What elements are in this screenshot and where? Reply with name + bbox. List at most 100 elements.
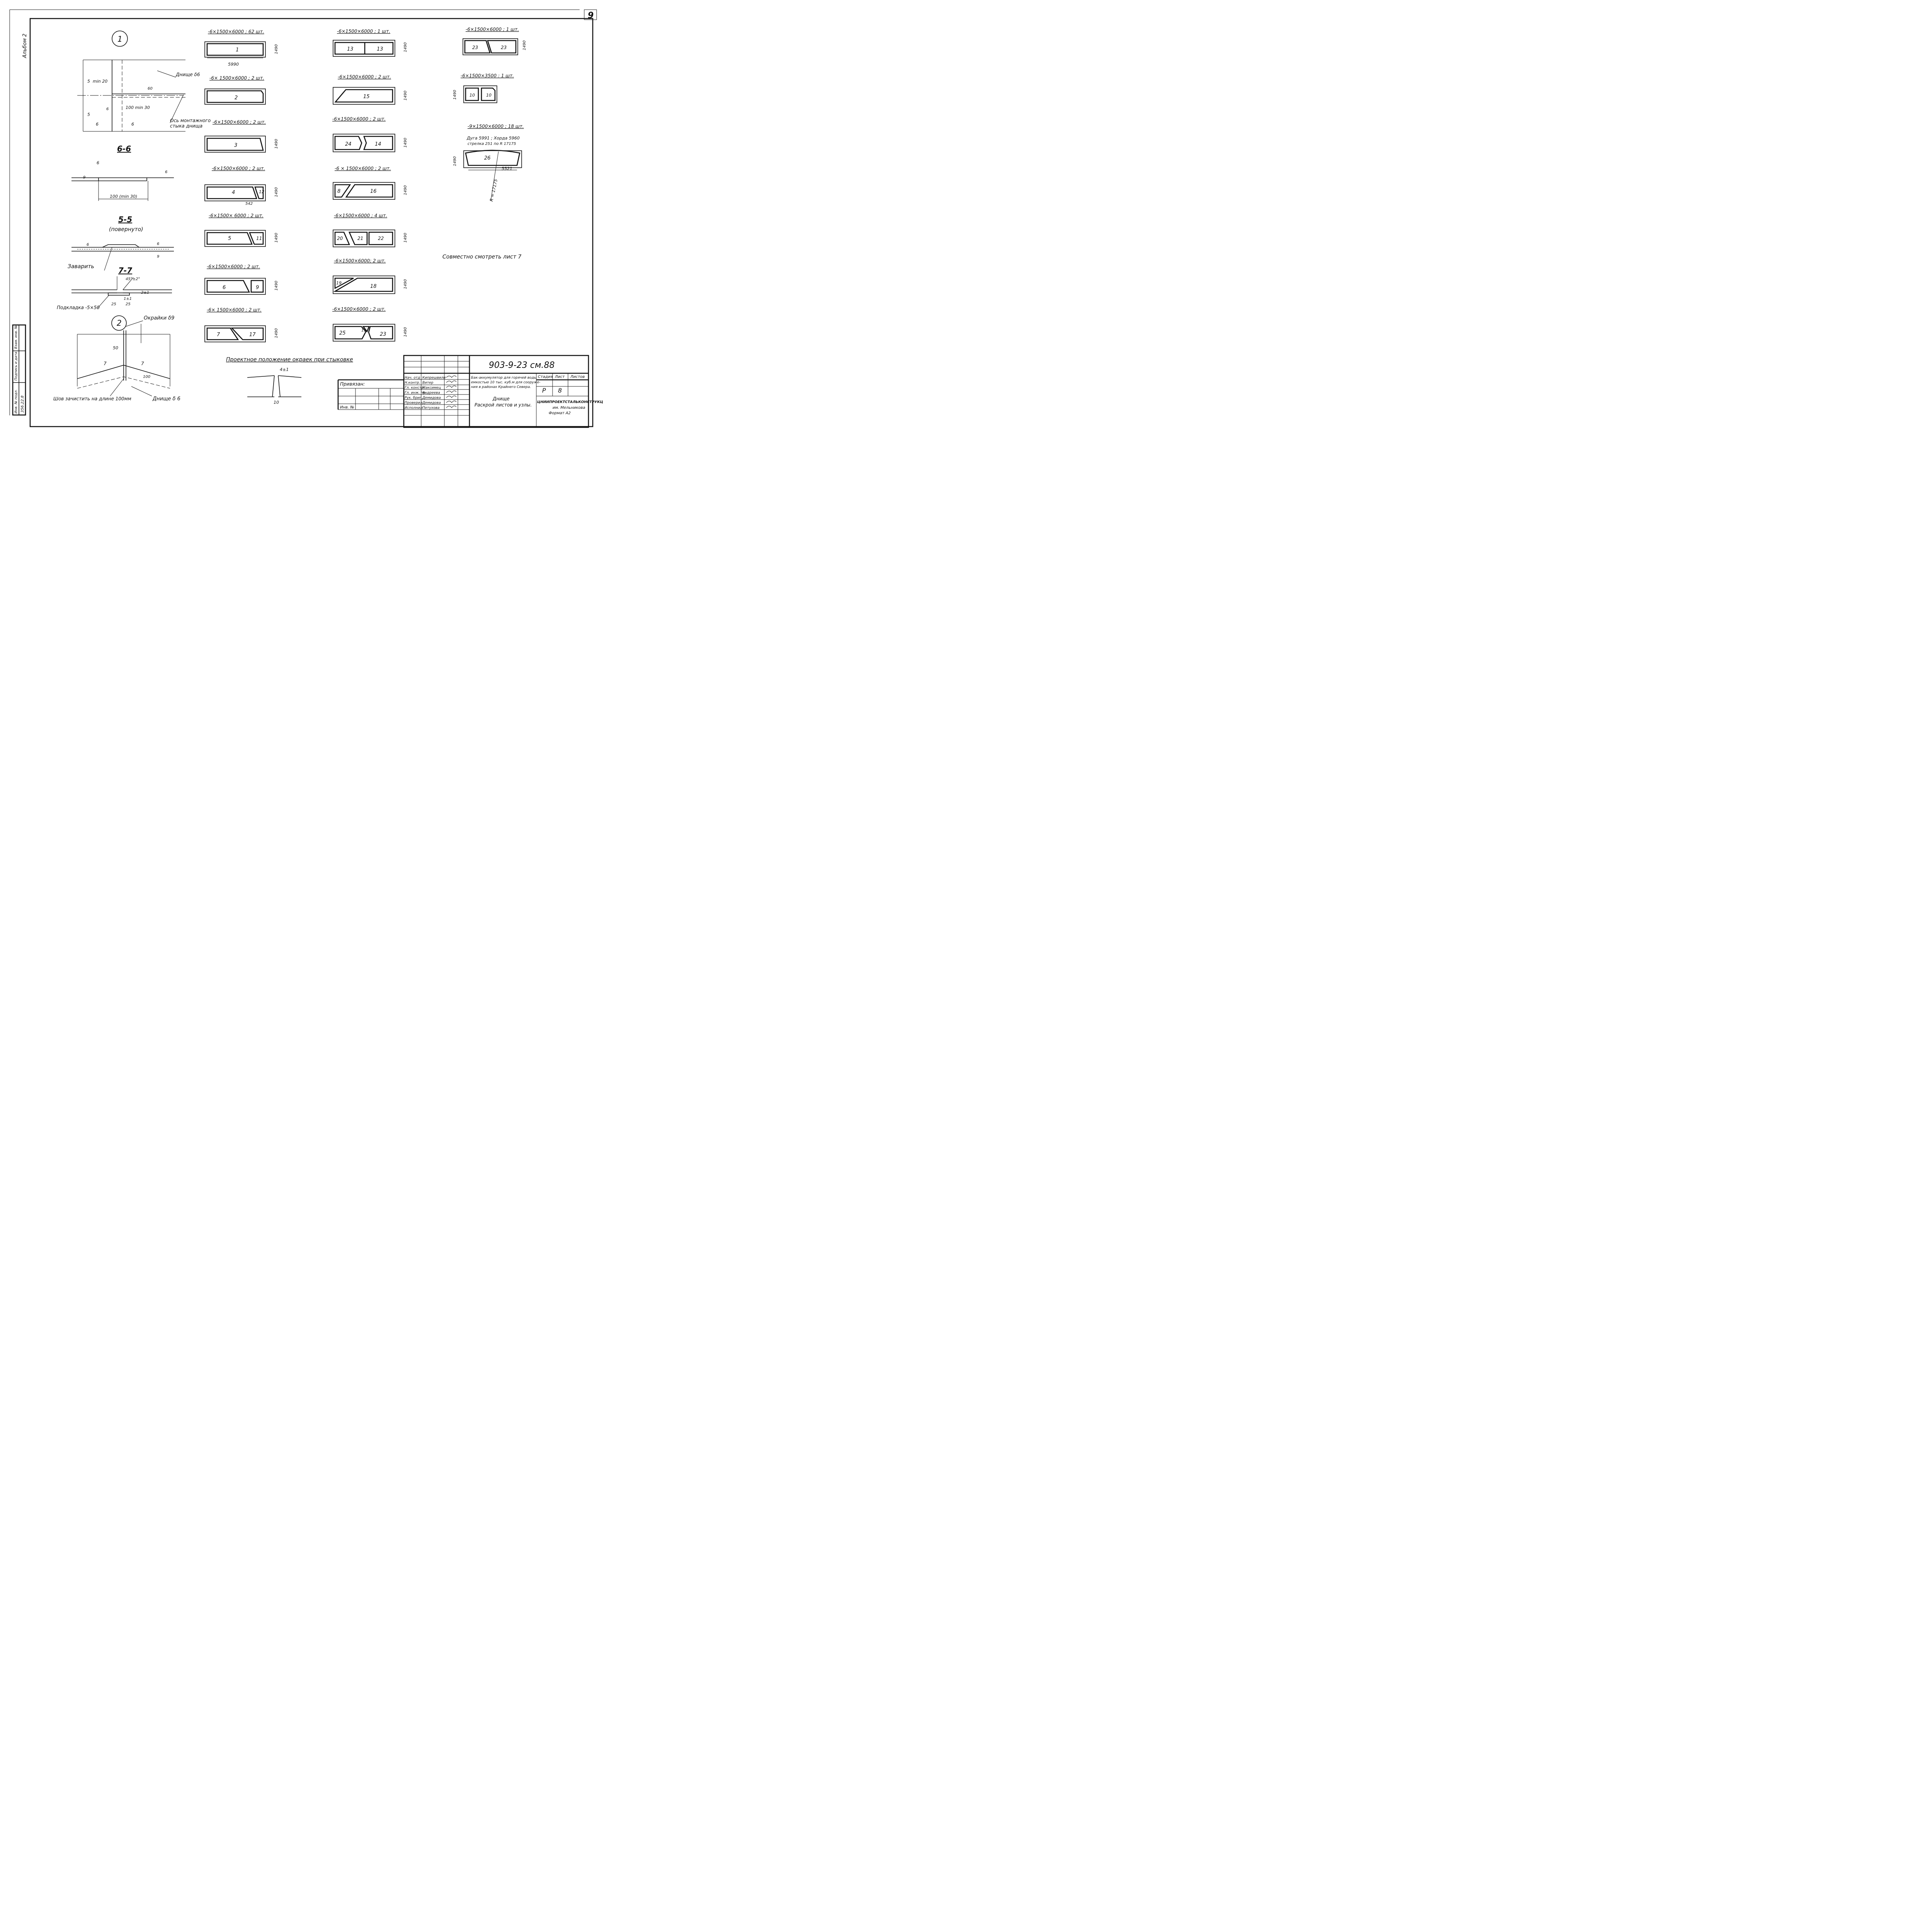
svg-text:100: 100 — [143, 375, 150, 379]
svg-text:1490: 1490 — [453, 90, 457, 100]
see-also-note: Совместно смотреть лист 7 — [442, 254, 521, 260]
node-1-axis-label-2: стыка днища — [170, 123, 202, 129]
svg-text:Инв. № подл.: Инв. № подл. — [14, 389, 18, 413]
svg-text:1490: 1490 — [522, 41, 527, 50]
svg-text:6: 6 — [165, 170, 167, 174]
node-2-bottom: Днище δ 6 — [152, 396, 180, 402]
svg-text:10: 10 — [469, 93, 475, 98]
svg-text:11: 11 — [256, 236, 262, 241]
svg-text:26: 26 — [484, 155, 491, 161]
section-5-5-subtitle: (повернуто) — [109, 226, 143, 233]
svg-text:1: 1 — [236, 47, 239, 53]
node-1-marker — [112, 31, 128, 47]
section-5-5: 5-5 (повернуто) Заварить 6 6 9 — [68, 215, 174, 271]
section-6-6-title: 6-6 — [117, 144, 131, 153]
plate-10: -6×1500×3500 : 1 шт. 10 10 1490 — [453, 73, 514, 103]
svg-text:-9×1500×6000 ; 18 шт.: -9×1500×6000 ; 18 шт. — [468, 124, 524, 129]
svg-text:1490: 1490 — [453, 156, 457, 166]
svg-text:Р: Р — [542, 387, 546, 394]
drawing-sheet: 9 Альбом 2 1 Днище δ6 Ось монтажного сты… — [9, 9, 603, 428]
svg-text:9: 9 — [157, 255, 159, 259]
weld-note: Заварить — [68, 264, 94, 270]
node-2-marker — [111, 315, 127, 331]
svg-text:Привязан:: Привязан: — [340, 381, 365, 387]
svg-text:6: 6 — [223, 285, 226, 291]
node-1-axis-label-1: Ось монтажного — [170, 118, 211, 123]
svg-text:2±1: 2±1 — [141, 291, 149, 295]
svg-text:1490: 1490 — [403, 327, 408, 337]
svg-text:5: 5 — [228, 236, 231, 242]
svg-text:21: 21 — [357, 236, 363, 241]
plate-13: -6×1500×6000 ; 1 шт. 13 13 1490 — [333, 29, 408, 57]
section-7-7-title: 7-7 — [118, 266, 132, 275]
svg-text:6: 6 — [97, 160, 99, 165]
svg-text:1490: 1490 — [274, 139, 279, 149]
svg-text:5: 5 — [87, 112, 90, 117]
node-1-id: 1 — [117, 34, 122, 44]
svg-text:R = 17175: R = 17175 — [489, 179, 498, 202]
node-1-detail: 1 Днище δ6 Ось монтажного стыка днища 5 … — [77, 31, 211, 132]
svg-text:-6× 1500×6000 ; 2 шт.: -6× 1500×6000 ; 2 шт. — [209, 75, 264, 81]
pad-label: Подкладка -5×50 — [57, 305, 100, 310]
svg-text:-6 × 1500×6000 ; 2 шт.: -6 × 1500×6000 ; 2 шт. — [335, 166, 391, 171]
svg-text:Инв. №: Инв. № — [340, 405, 354, 410]
node-1-callout: Днище δ6 — [175, 72, 200, 77]
svg-text:23: 23 — [472, 45, 478, 50]
svg-text:5521: 5521 — [502, 166, 512, 171]
sheet-number: 9 — [588, 11, 594, 20]
svg-text:-6×1500×6000 ; 1 шт.: -6×1500×6000 ; 1 шт. — [466, 27, 519, 32]
svg-text:25: 25 — [111, 302, 116, 306]
svg-text:23: 23 — [501, 45, 507, 50]
svg-text:ЦНИИПРОЕКТСТАЛЬКОНСТРУКЦИЯ: ЦНИИПРОЕКТСТАЛЬКОНСТРУКЦИЯ — [537, 400, 603, 404]
album-label: Альбом 2 — [22, 34, 28, 58]
svg-text:-6×1500×6000 ; 2 шт.: -6×1500×6000 ; 2 шт. — [207, 264, 260, 269]
plate-7: -6× 1500×6000 ; 2 шт. 7 17 1490 — [204, 307, 279, 342]
svg-text:7: 7 — [217, 332, 220, 338]
svg-text:Гл. инж. пр.: Гл. инж. пр. — [405, 391, 427, 395]
svg-text:Нач. отд: Нач. отд — [405, 376, 420, 380]
svg-text:-6×1500×6000; 2 шт.: -6×1500×6000; 2 шт. — [334, 258, 386, 264]
svg-text:-6×1500× 6000 ; 2 шт.: -6×1500× 6000 ; 2 шт. — [209, 213, 264, 218]
title-block: Привязан: Инв. № Нач. отд Н.контр. Гл. к… — [337, 355, 603, 428]
plate-23: -6×1500×6000 ; 1 шт. 23 23 1490 — [463, 27, 527, 55]
drawing-code: 903-9-23 см.88 — [489, 361, 555, 370]
svg-text:1490: 1490 — [274, 281, 279, 291]
svg-text:-6×1500×6000 ; 2 шт.: -6×1500×6000 ; 2 шт. — [332, 306, 386, 312]
svg-text:Витер: Витер — [422, 381, 434, 385]
plate-5: -6×1500× 6000 ; 2 шт. 5 11 1490 — [204, 213, 279, 247]
side-stamp: Инв. № подл. Подпись и дата Взам. инв. №… — [12, 324, 26, 416]
svg-text:Дуга 5991 ; Хорда 5960: Дуга 5991 ; Хорда 5960 — [466, 136, 520, 141]
svg-text:6: 6 — [131, 122, 134, 127]
svg-text:13: 13 — [347, 46, 354, 52]
svg-text:8: 8 — [558, 387, 562, 394]
plate-19: -6×1500×6000; 2 шт. 19 18 1490 — [333, 258, 408, 294]
section-6-6: 6-6 6 9 6 100 (min 30) — [71, 144, 174, 201]
plate-26: -9×1500×6000 ; 18 шт. Дуга 5991 ; Хорда … — [453, 124, 524, 202]
svg-text:1490: 1490 — [403, 138, 408, 148]
node-2-id: 2 — [117, 318, 122, 328]
plate-25: -6×1500×6000 ; 2 шт. 25 19 23 1490 — [332, 306, 408, 342]
svg-text:Днище: Днище — [492, 396, 510, 401]
svg-text:Лист: Лист — [554, 375, 565, 379]
plate-24: -6×1500×6000 ; 2 шт. 24 14 1490 — [332, 116, 408, 152]
svg-text:Кипрешвили: Кипрешвили — [422, 376, 446, 380]
svg-text:Андреева: Андреева — [422, 391, 440, 395]
svg-text:Стадия: Стадия — [538, 375, 553, 379]
svg-text:-6×1500×6000 ; 1 шт.: -6×1500×6000 ; 1 шт. — [337, 29, 390, 34]
svg-text:-6×1500×6000 ; 4 шт.: -6×1500×6000 ; 4 шт. — [334, 213, 387, 218]
svg-text:min 20: min 20 — [93, 79, 107, 84]
svg-text:24: 24 — [345, 141, 352, 147]
svg-text:Проверил: Проверил — [405, 401, 422, 405]
svg-text:емкостью 10 тыс. куб.м для соо: емкостью 10 тыс. куб.м для сооруже- — [471, 381, 541, 384]
svg-text:14: 14 — [375, 141, 381, 147]
node-2-callout: Окрайки δ9 — [144, 315, 174, 321]
node-2-detail: 2 Окрайки δ9 50 7 7 100 Шов зачистить на… — [53, 315, 180, 402]
svg-text:1490: 1490 — [274, 187, 279, 197]
svg-text:1490: 1490 — [403, 91, 408, 100]
svg-text:50: 50 — [113, 345, 118, 350]
svg-text:6: 6 — [106, 107, 109, 111]
svg-text:Н.контр.: Н.контр. — [405, 381, 420, 385]
svg-text:45°±2°: 45°±2° — [126, 277, 140, 281]
svg-text:4: 4 — [232, 190, 235, 196]
svg-text:18: 18 — [370, 284, 377, 289]
